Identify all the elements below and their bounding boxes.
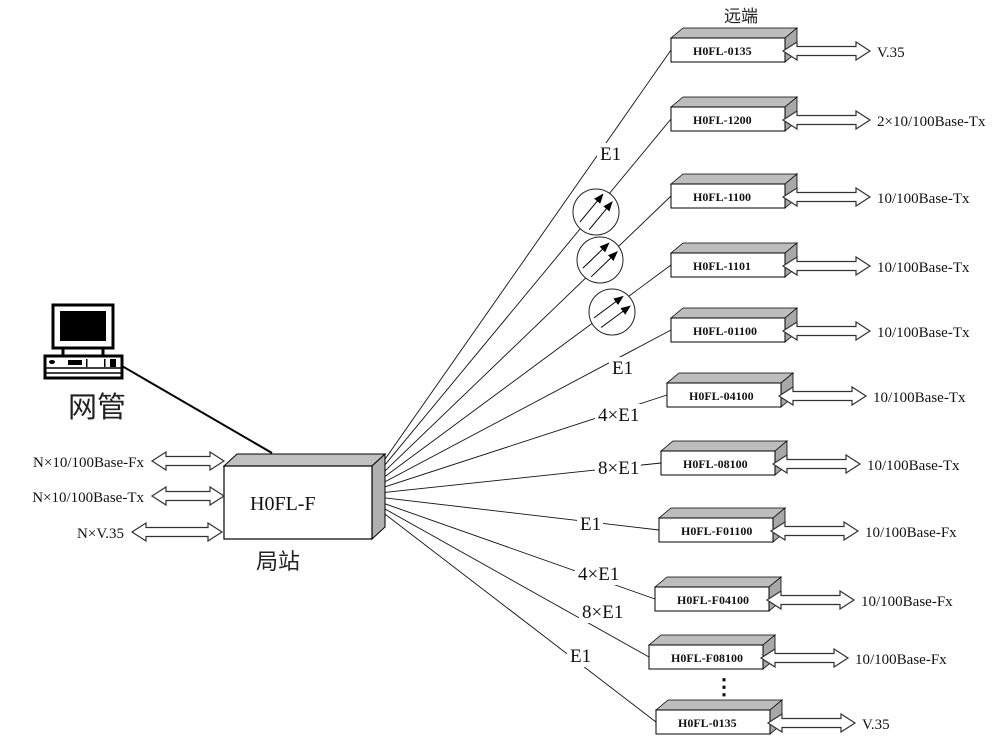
- central-interfaces: N×10/100Base-FxN×10/100Base-TxN×V.35: [32, 450, 226, 543]
- interface-arrow: [150, 450, 226, 472]
- remote-device[interactable]: H0FL-F01100 10/100Base-Fx: [657, 507, 957, 543]
- link-line: [359, 494, 650, 658]
- remote-device-model: H0FL-F04100: [677, 593, 749, 607]
- central-interface[interactable]: N×10/100Base-Fx: [33, 450, 226, 472]
- central-caption: 局站: [256, 550, 300, 575]
- link-type-label: 4×E1: [578, 564, 619, 585]
- central-interface[interactable]: N×V.35: [77, 521, 224, 543]
- interface-arrow: [781, 320, 872, 342]
- central-interface-label: N×10/100Base-Tx: [32, 490, 144, 506]
- remote-device[interactable]: H0FL-04100 10/100Base-Tx: [665, 372, 966, 408]
- remote-device-model: H0FL-08100: [683, 457, 748, 471]
- remote-interface-label: 2×10/100Base-Tx: [877, 114, 986, 130]
- link-line: [359, 195, 672, 496]
- remote-device-model: H0FL-1200: [693, 113, 752, 127]
- more-devices-ellipsis: ⋮: [713, 674, 735, 699]
- central-interface[interactable]: N×10/100Base-Tx: [32, 485, 226, 507]
- remote-interface-label: V.35: [862, 717, 890, 733]
- computer-icon: [43, 303, 124, 380]
- remote-interface-label: 10/100Base-Fx: [865, 525, 957, 541]
- remote-device-model: H0FL-1100: [693, 190, 751, 204]
- remote-device[interactable]: H0FL-F08100 10/100Base-Fx: [647, 634, 947, 670]
- link-line: [359, 118, 672, 496]
- remote-device[interactable]: H0FL-1200 2×10/100Base-Tx: [669, 96, 986, 132]
- link-type-label: 4×E1: [598, 405, 639, 426]
- fiber-optic-icon: [576, 236, 624, 284]
- remote-device-model: H0FL-1101: [693, 259, 751, 273]
- remote-interface-label: 10/100Base-Tx: [873, 390, 966, 406]
- management-computer[interactable]: 网管: [43, 303, 273, 454]
- fiber-optic-icon: [588, 288, 636, 336]
- link-type-label: 8×E1: [582, 602, 623, 623]
- remote-device[interactable]: H0FL-01100 10/100Base-Tx: [669, 307, 970, 343]
- remote-device-model: H0FL-01100: [693, 324, 757, 338]
- remote-device[interactable]: H0FL-0135 V.35: [654, 699, 890, 735]
- interface-arrow: [759, 647, 850, 669]
- interface-arrow: [777, 385, 868, 407]
- link-type-label: E1: [600, 144, 621, 165]
- interface-arrow: [150, 485, 226, 507]
- link-type-label: 8×E1: [598, 458, 639, 479]
- interface-arrow: [781, 255, 872, 277]
- remote-device-model: H0FL-0135: [678, 716, 737, 730]
- interface-arrow: [769, 520, 860, 542]
- interface-arrow: [781, 109, 872, 131]
- management-caption: 网管: [68, 390, 126, 424]
- link-line: [359, 494, 660, 531]
- interface-arrow: [781, 186, 872, 208]
- remote-interface-label: 10/100Base-Fx: [861, 594, 953, 610]
- fiber-symbols: [572, 188, 636, 336]
- remote-interface-label: 10/100Base-Fx: [855, 652, 947, 668]
- remote-header: 远端: [724, 7, 758, 27]
- remote-interface-label: V.35: [877, 45, 905, 61]
- remote-interface-label: 10/100Base-Tx: [877, 260, 970, 276]
- interface-arrow: [771, 453, 862, 475]
- remote-interface-label: 10/100Base-Tx: [867, 458, 960, 474]
- central-interface-label: N×V.35: [77, 526, 124, 542]
- interface-arrow: [765, 589, 856, 611]
- central-device-label: H0FL-F: [250, 493, 316, 515]
- central-station[interactable]: H0FL-F 局站: [222, 452, 387, 575]
- link-line: [359, 49, 672, 496]
- remote-interface-label: 10/100Base-Tx: [877, 325, 970, 341]
- remote-device-model: H0FL-F01100: [681, 524, 752, 538]
- link-type-label: E1: [570, 646, 591, 667]
- remote-device-model: H0FL-04100: [689, 389, 754, 403]
- remote-device-model: H0FL-F08100: [671, 651, 743, 665]
- link-type-label: E1: [612, 358, 633, 379]
- interface-arrow: [130, 521, 224, 543]
- central-interface-label: N×10/100Base-Fx: [33, 455, 144, 471]
- remote-device[interactable]: H0FL-0135 V.35: [669, 27, 905, 63]
- remote-device[interactable]: H0FL-F04100 10/100Base-Fx: [653, 576, 953, 612]
- remote-device[interactable]: H0FL-1100 10/100Base-Tx: [669, 173, 970, 209]
- link-type-label: E1: [580, 514, 601, 535]
- link-line: [359, 494, 657, 723]
- remote-device-model: H0FL-0135: [693, 44, 752, 58]
- management-link: [121, 365, 273, 454]
- interface-arrow: [781, 40, 872, 62]
- interface-arrow: [766, 712, 857, 734]
- remote-device[interactable]: H0FL-08100 10/100Base-Tx: [659, 440, 960, 476]
- fiber-optic-icon: [572, 188, 620, 236]
- link-lines: [359, 49, 672, 723]
- remote-interface-label: 10/100Base-Tx: [877, 191, 970, 207]
- remote-device[interactable]: H0FL-1101 10/100Base-Tx: [669, 242, 970, 278]
